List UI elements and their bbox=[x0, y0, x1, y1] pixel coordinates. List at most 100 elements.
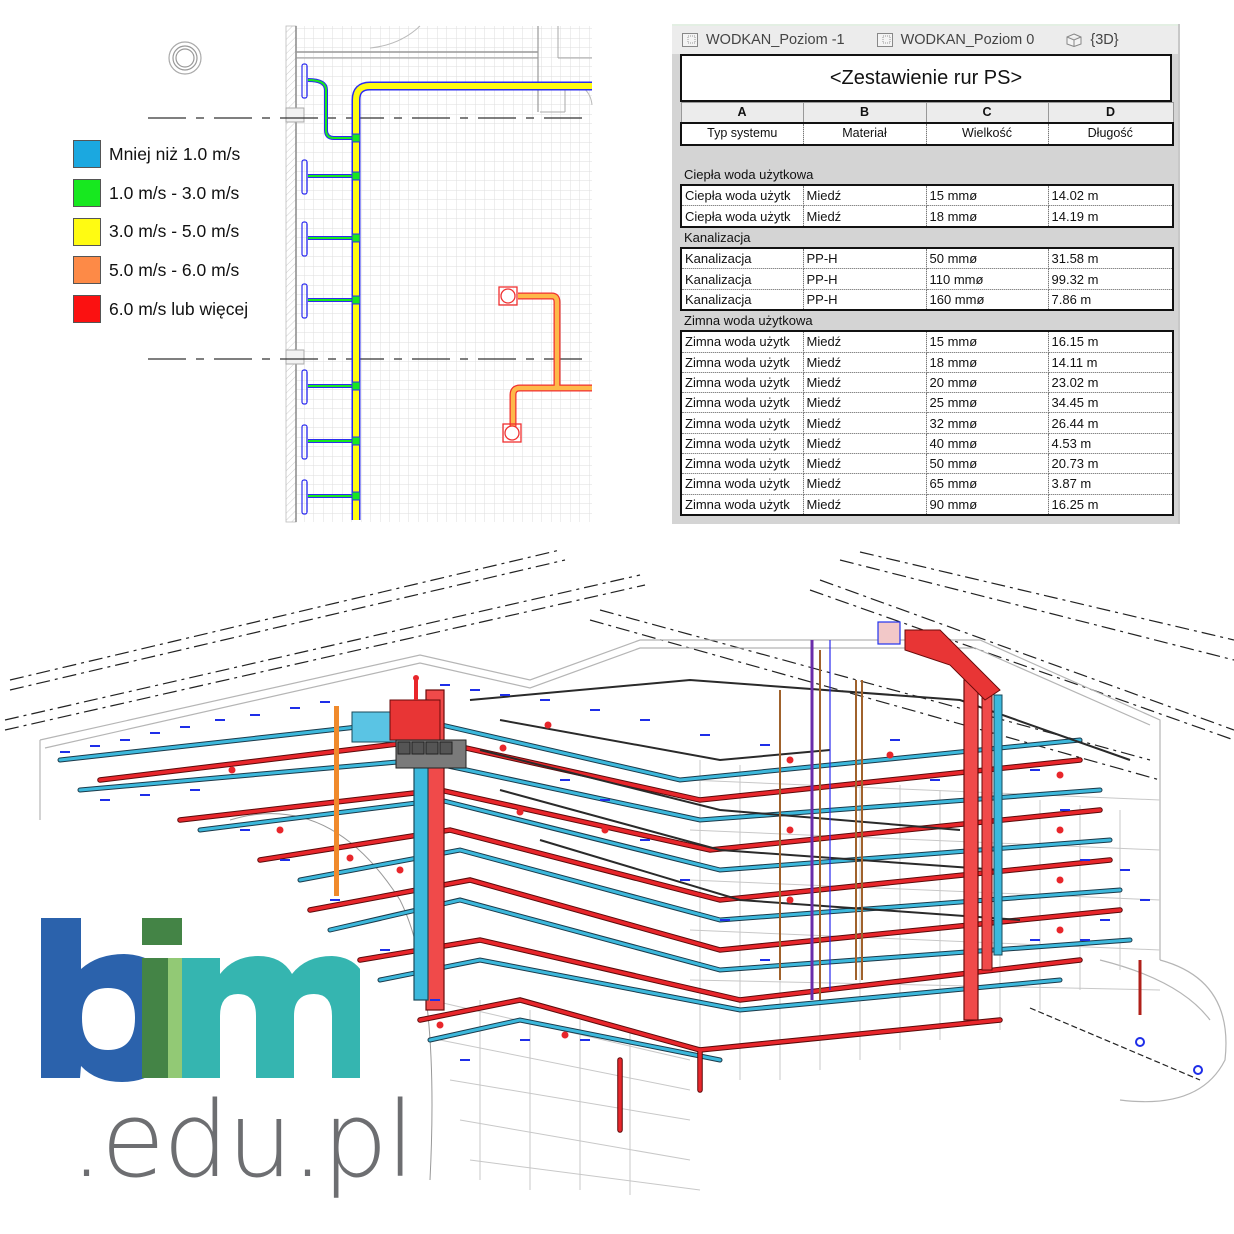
main-water-pipe bbox=[351, 81, 592, 520]
cell-size[interactable]: 15 mmø bbox=[925, 184, 1049, 207]
tab-label: WODKAN_Poziom -1 bbox=[706, 32, 845, 48]
column-header[interactable]: Materiał bbox=[802, 122, 927, 146]
column-header[interactable]: Wielkość bbox=[925, 122, 1049, 146]
column-header[interactable]: Typ systemu bbox=[680, 122, 804, 146]
cell-size[interactable]: 20 mmø bbox=[925, 372, 1049, 394]
tab-3d[interactable]: {3D} bbox=[1066, 32, 1119, 48]
branch-pipes bbox=[307, 78, 361, 501]
cell-length[interactable]: 16.25 m bbox=[1047, 494, 1174, 516]
cell-length[interactable]: 23.02 m bbox=[1047, 372, 1174, 394]
cell-length[interactable]: 4.53 m bbox=[1047, 433, 1174, 455]
column-letter[interactable]: C bbox=[925, 102, 1049, 124]
cell-system-type[interactable]: Ciepła woda użytk bbox=[680, 205, 804, 228]
cell-material[interactable]: Miedź bbox=[802, 473, 927, 495]
table-row[interactable]: Zimna woda użytk Miedź 50 mmø 20.73 m bbox=[680, 453, 1174, 475]
pipe-schedule-panel: WODKAN_Poziom -1 WODKAN_Poziom 0 {3D} <Z… bbox=[672, 24, 1180, 524]
legend-label: Mniej niż 1.0 m/s bbox=[109, 143, 241, 164]
cell-size[interactable]: 18 mmø bbox=[925, 205, 1049, 228]
cell-size[interactable]: 18 mmø bbox=[925, 352, 1049, 373]
cell-system-type[interactable]: Zimna woda użytk bbox=[680, 392, 804, 414]
table-row[interactable]: Kanalizacja PP-H 110 mmø 99.32 m bbox=[680, 268, 1174, 290]
cell-size[interactable]: 15 mmø bbox=[925, 330, 1049, 353]
cell-length[interactable]: 14.02 m bbox=[1047, 184, 1174, 207]
cell-system-type[interactable]: Kanalizacja bbox=[680, 247, 804, 270]
bim-edu-logo: .edu.pl bbox=[40, 916, 415, 1206]
column-symbol-icon bbox=[168, 41, 202, 75]
cell-size[interactable]: 160 mmø bbox=[925, 289, 1049, 311]
column-letter[interactable]: B bbox=[802, 102, 927, 124]
cell-length[interactable]: 34.45 m bbox=[1047, 392, 1174, 414]
cell-material[interactable]: Miedź bbox=[802, 352, 927, 373]
cell-system-type[interactable]: Zimna woda użytk bbox=[680, 453, 804, 475]
cell-material[interactable]: Miedź bbox=[802, 494, 927, 516]
cell-material[interactable]: Miedź bbox=[802, 433, 927, 455]
tab-wodkan-poziom-minus-1[interactable]: WODKAN_Poziom -1 bbox=[682, 32, 845, 48]
table-row[interactable]: Zimna woda użytk Miedź 20 mmø 23.02 m bbox=[680, 372, 1174, 394]
cell-system-type[interactable]: Kanalizacja bbox=[680, 289, 804, 311]
table-row[interactable]: Zimna woda użytk Miedź 18 mmø 14.11 m bbox=[680, 352, 1174, 373]
cell-material[interactable]: PP-H bbox=[802, 268, 927, 290]
table-row[interactable]: Ciepła woda użytk Miedź 15 mmø 14.02 m bbox=[680, 184, 1174, 207]
cell-length[interactable]: 14.11 m bbox=[1047, 352, 1174, 373]
cell-system-type[interactable]: Zimna woda użytk bbox=[680, 433, 804, 455]
cell-size[interactable]: 110 mmø bbox=[925, 268, 1049, 290]
cell-length[interactable]: 7.86 m bbox=[1047, 289, 1174, 311]
tab-wodkan-poziom-0[interactable]: WODKAN_Poziom 0 bbox=[876, 32, 1035, 48]
cell-system-type[interactable]: Kanalizacja bbox=[680, 268, 804, 290]
column-header[interactable]: Długość bbox=[1047, 122, 1174, 146]
tab-label: WODKAN_Poziom 0 bbox=[900, 32, 1035, 48]
table-row[interactable]: Ciepła woda użytk Miedź 18 mmø 14.19 m bbox=[680, 205, 1174, 228]
cell-system-type[interactable]: Ciepła woda użytk bbox=[680, 184, 804, 207]
cell-material[interactable]: Miedź bbox=[802, 372, 927, 394]
cell-size[interactable]: 65 mmø bbox=[925, 473, 1049, 495]
cell-size[interactable]: 90 mmø bbox=[925, 494, 1049, 516]
cell-material[interactable]: PP-H bbox=[802, 247, 927, 270]
cell-system-type[interactable]: Zimna woda użytk bbox=[680, 494, 804, 516]
table-row[interactable]: Zimna woda użytk Miedź 90 mmø 16.25 m bbox=[680, 494, 1174, 516]
cell-size[interactable]: 50 mmø bbox=[925, 453, 1049, 475]
cell-length[interactable]: 14.19 m bbox=[1047, 205, 1174, 228]
group-header-row: Kanalizacja bbox=[681, 226, 1173, 249]
legend-swatch-green bbox=[73, 179, 101, 208]
cell-system-type[interactable]: Zimna woda użytk bbox=[680, 473, 804, 495]
floor-plan-icon bbox=[876, 33, 893, 47]
table-row[interactable]: Zimna woda użytk Miedź 15 mmø 16.15 m bbox=[680, 330, 1174, 353]
table-row[interactable]: Zimna woda użytk Miedź 65 mmø 3.87 m bbox=[680, 473, 1174, 495]
cell-size[interactable]: 25 mmø bbox=[925, 392, 1049, 414]
table-row[interactable]: Kanalizacja PP-H 50 mmø 31.58 m bbox=[680, 247, 1174, 270]
cell-system-type[interactable]: Zimna woda użytk bbox=[680, 330, 804, 353]
cell-material[interactable]: Miedź bbox=[802, 392, 927, 414]
floor-plan-drawing bbox=[148, 25, 593, 523]
logo-domain-text: .edu.pl bbox=[70, 1079, 415, 1201]
cell-system-type[interactable]: Zimna woda użytk bbox=[680, 412, 804, 434]
cell-system-type[interactable]: Zimna woda użytk bbox=[680, 352, 804, 373]
3d-model-drawing bbox=[4, 549, 1234, 1195]
column-letter[interactable]: A bbox=[680, 102, 804, 124]
cell-length[interactable]: 20.73 m bbox=[1047, 453, 1174, 475]
cell-size[interactable]: 40 mmø bbox=[925, 433, 1049, 455]
cell-length[interactable]: 3.87 m bbox=[1047, 473, 1174, 495]
group-header: Ciepła woda użytkowa bbox=[681, 164, 1173, 186]
table-row[interactable]: Zimna woda użytk Miedź 32 mmø 26.44 m bbox=[680, 412, 1174, 434]
cell-length[interactable]: 99.32 m bbox=[1047, 268, 1174, 290]
table-row[interactable]: Kanalizacja PP-H 160 mmø 7.86 m bbox=[680, 289, 1174, 311]
group-header-row: Ciepła woda użytkowa bbox=[681, 164, 1173, 186]
cell-material[interactable]: Miedź bbox=[802, 453, 927, 475]
cell-length[interactable]: 16.15 m bbox=[1047, 330, 1174, 353]
column-letter[interactable]: D bbox=[1047, 102, 1174, 124]
connection-point-icon bbox=[1135, 1037, 1145, 1047]
cell-material[interactable]: PP-H bbox=[802, 289, 927, 311]
cell-material[interactable]: Miedź bbox=[802, 184, 927, 207]
cell-length[interactable]: 31.58 m bbox=[1047, 247, 1174, 270]
cell-material[interactable]: Miedź bbox=[802, 205, 927, 228]
table-row[interactable]: Zimna woda użytk Miedź 40 mmø 4.53 m bbox=[680, 433, 1174, 455]
cell-length[interactable]: 26.44 m bbox=[1047, 412, 1174, 434]
cell-system-type[interactable]: Zimna woda użytk bbox=[680, 372, 804, 394]
risers bbox=[334, 621, 1003, 1021]
table-row[interactable]: Zimna woda użytk Miedź 25 mmø 34.45 m bbox=[680, 392, 1174, 414]
cell-material[interactable]: Miedź bbox=[802, 412, 927, 434]
cell-material[interactable]: Miedź bbox=[802, 330, 927, 353]
cell-size[interactable]: 32 mmø bbox=[925, 412, 1049, 434]
cell-size[interactable]: 50 mmø bbox=[925, 247, 1049, 270]
legend-item: Mniej niż 1.0 m/s bbox=[73, 135, 283, 174]
